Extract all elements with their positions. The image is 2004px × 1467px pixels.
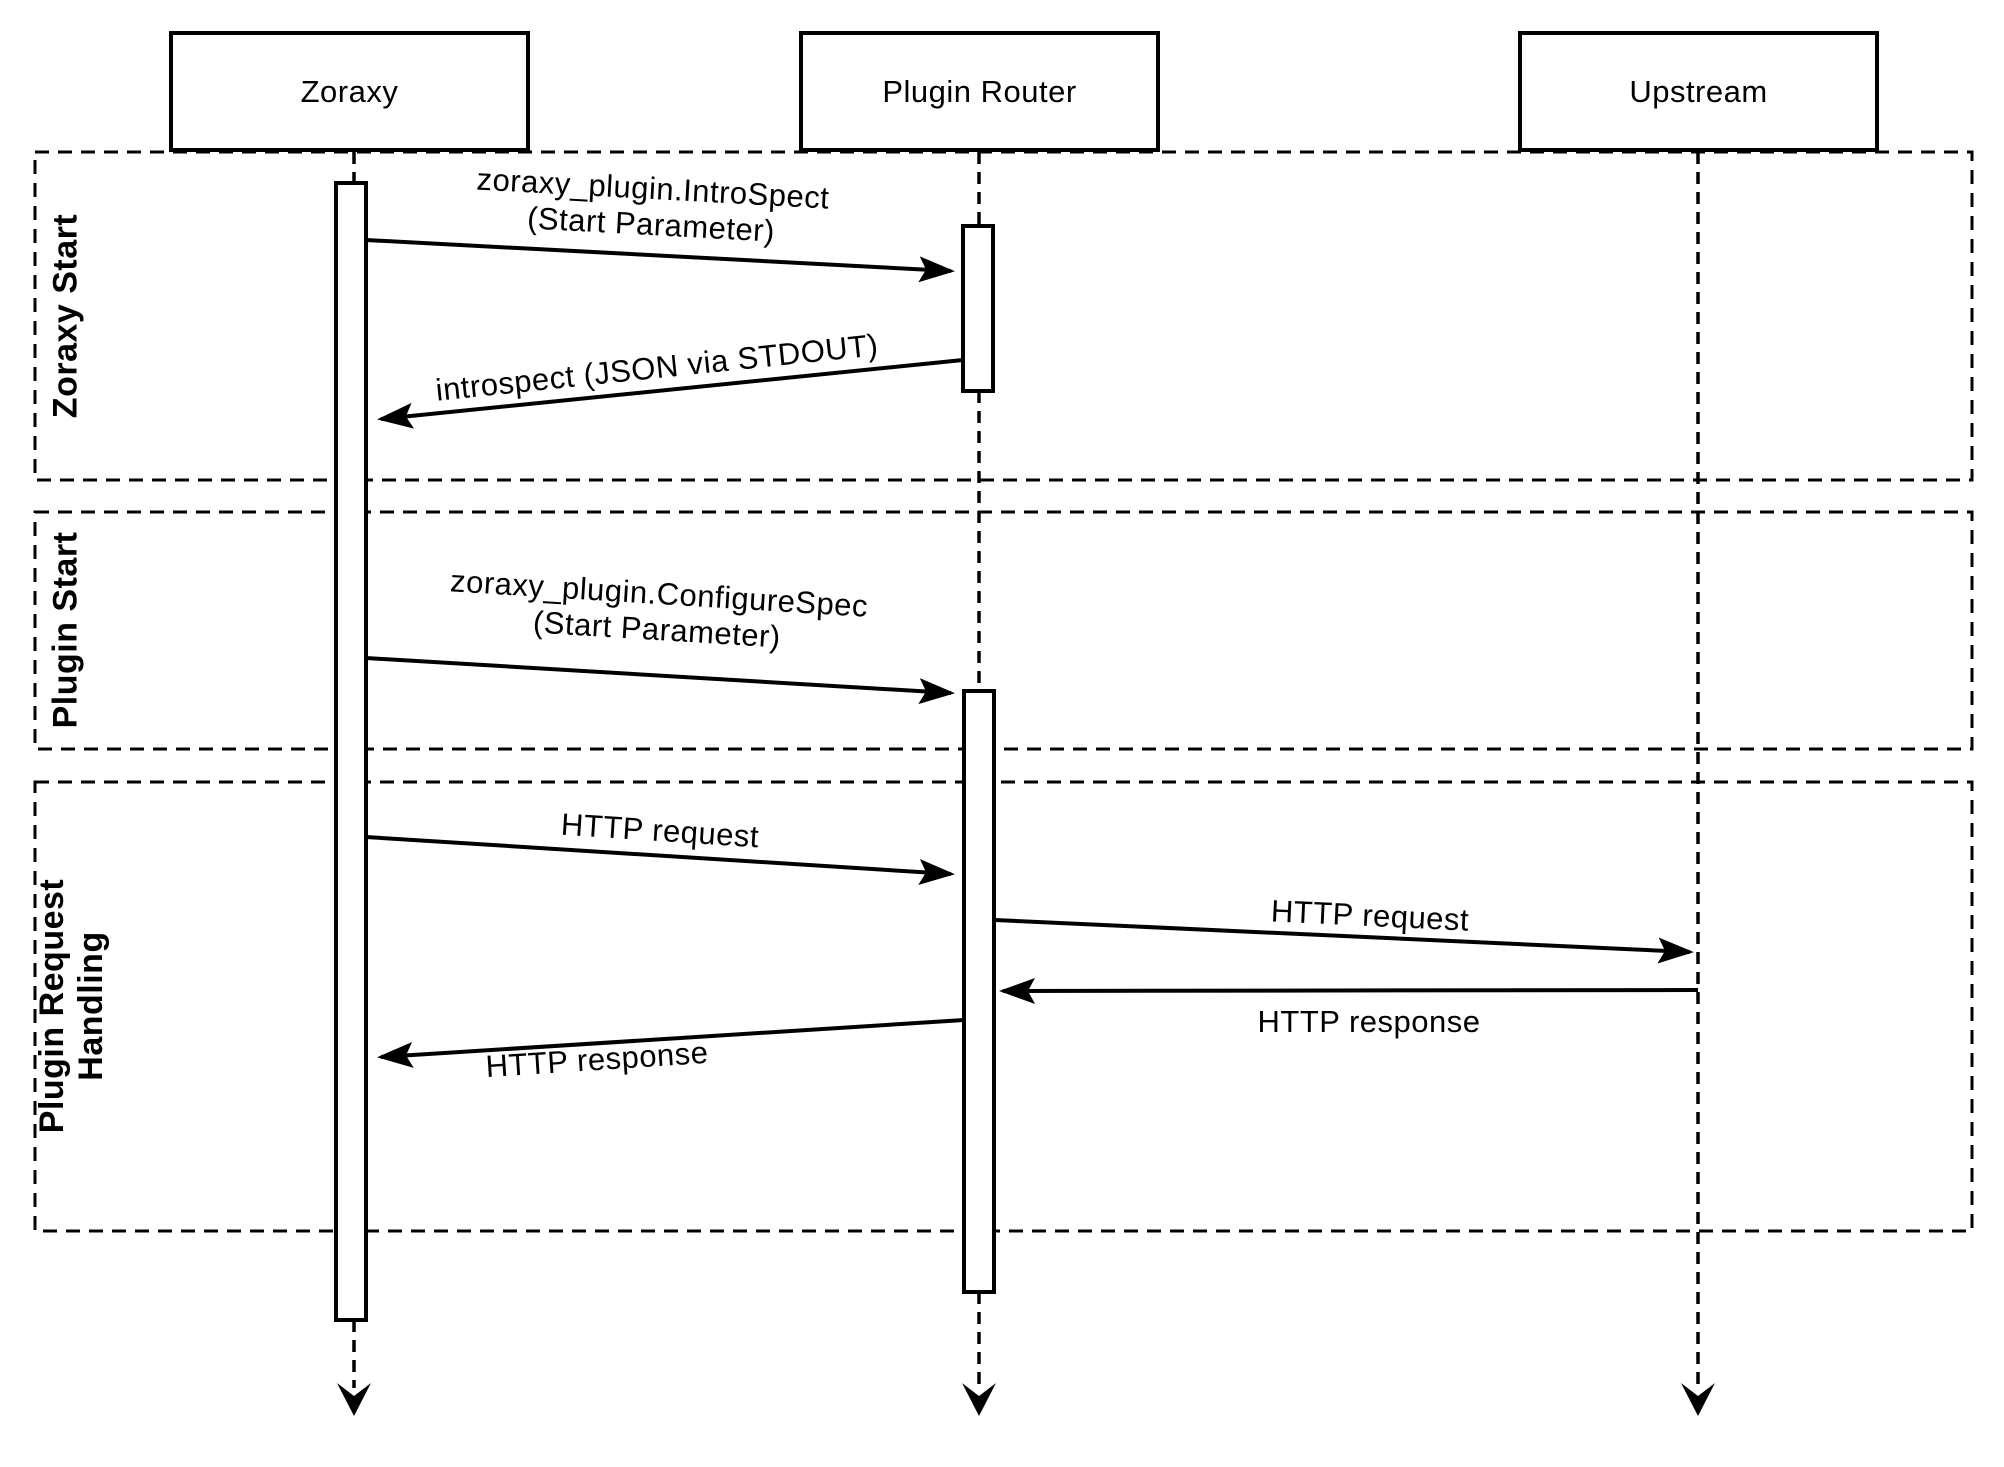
lifeline-end-arrow-zoraxy: [337, 1383, 371, 1416]
participant-zoraxy-label: Zoraxy: [300, 73, 399, 109]
section-label-plugin-start: Plugin Start: [46, 531, 85, 729]
activation-bar-router-2: [962, 689, 996, 1294]
section-label-plugin-request-line2: Handling: [72, 931, 110, 1081]
participant-zoraxy: Zoraxy: [169, 31, 530, 152]
section-label-plugin-request-handling: Plugin Request Handling: [33, 879, 111, 1133]
lifelines: [352, 152, 1700, 1388]
section-label-plugin-request-line1: Plugin Request: [33, 878, 71, 1134]
arrow-http-request-zoraxy-router: [365, 835, 955, 885]
message-arrows: [365, 238, 1699, 1068]
participant-plugin-router: Plugin Router: [799, 31, 1160, 152]
frame-zoraxy-start: [33, 150, 1974, 482]
lifeline-end-arrow-router: [962, 1383, 996, 1416]
activation-bar-router-1: [961, 224, 995, 393]
participant-upstream-label: Upstream: [1629, 73, 1768, 109]
participant-plugin-router-label: Plugin Router: [882, 73, 1077, 109]
arrow-http-response-router-zoraxy: [377, 1018, 965, 1068]
arrow-introspect-return: [377, 358, 964, 429]
frame-plugin-request-handling: [33, 780, 1974, 1233]
participant-upstream: Upstream: [1518, 31, 1879, 152]
message-label-http-response-1: HTTP response: [1257, 1004, 1481, 1039]
arrow-http-request-router-upstream: [994, 918, 1694, 964]
arrow-introspect-call: [365, 238, 955, 283]
lifeline-end-arrow-upstream: [1681, 1383, 1715, 1416]
section-label-zoraxy-start: Zoraxy Start: [46, 213, 85, 419]
lifeline-end-arrows: [337, 1383, 1715, 1416]
frame-plugin-start: [33, 510, 1974, 751]
arrow-http-response-upstream-router: [999, 977, 1699, 1004]
arrow-configurespec: [365, 656, 955, 705]
activation-bars: [334, 181, 996, 1322]
activation-bar-zoraxy: [334, 181, 368, 1322]
